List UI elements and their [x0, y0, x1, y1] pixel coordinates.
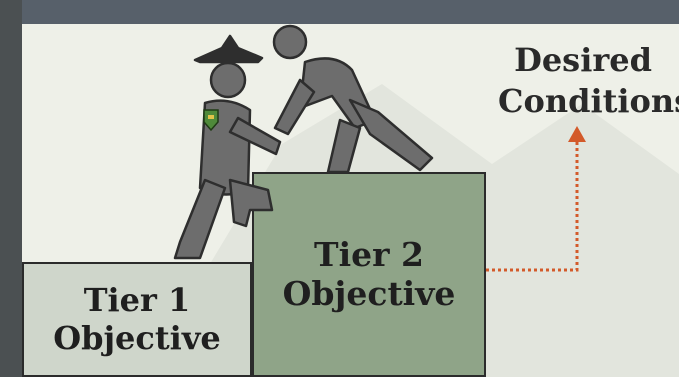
arrow-head-icon: [568, 126, 586, 142]
goal-line-1: Desired: [514, 41, 652, 79]
desired-conditions-label: Desired Conditions: [498, 40, 679, 122]
badge-emblem-icon: [208, 115, 214, 119]
tier-2-sublabel: Objective: [282, 273, 456, 313]
tier-2-objective-box: Tier 2 Objective: [252, 172, 486, 377]
progress-arrow: [486, 126, 586, 272]
tier-1-label: Tier 1: [83, 280, 191, 319]
tier-2-label: Tier 2: [314, 234, 424, 274]
ranger-figure-icon: [173, 34, 282, 260]
shield-badge-icon: [203, 109, 219, 132]
helper-figure-icon: [272, 24, 434, 174]
tier-1-sublabel: Objective: [53, 318, 221, 357]
goal-line-2: Conditions: [498, 81, 679, 120]
tier-1-objective-box: Tier 1 Objective: [22, 262, 252, 377]
